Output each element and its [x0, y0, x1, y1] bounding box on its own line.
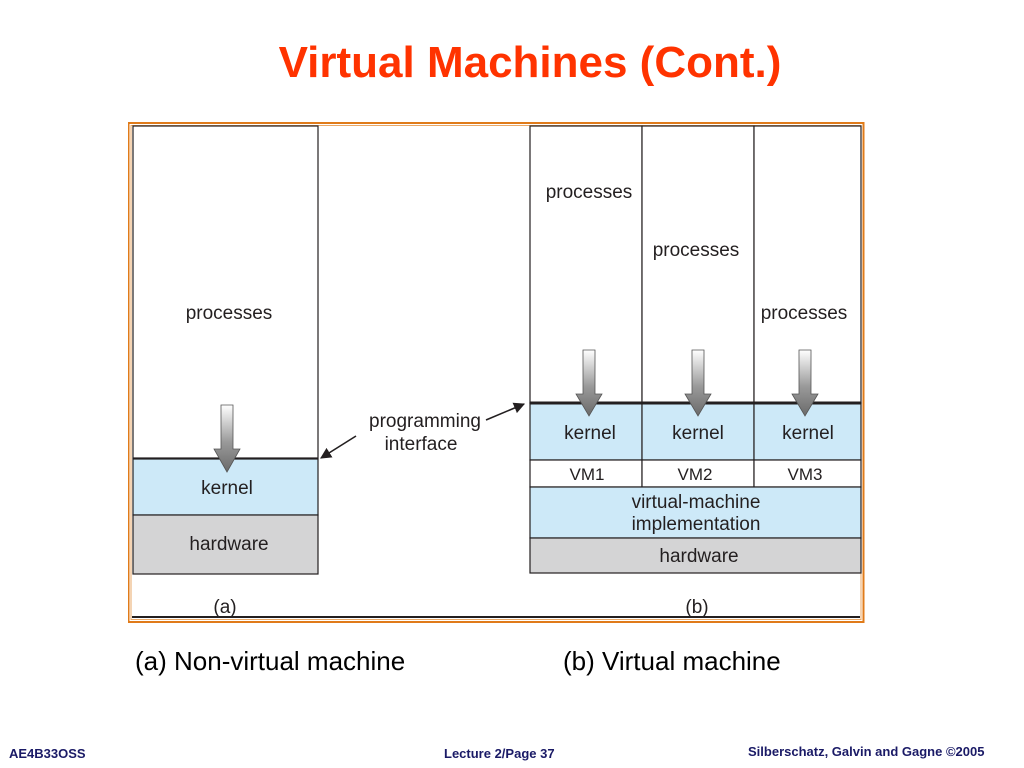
vm1-kernel-box	[529, 402, 643, 461]
vm1-processes-label: processes	[546, 182, 633, 203]
vm-implementation-label-line1: virtual-machine	[632, 492, 761, 513]
panel-b: processes processes processes kernel ker…	[529, 125, 862, 618]
panel-a-processes-label: processes	[186, 303, 273, 324]
virtual-machine-diagram: processes kernel hardware (a) programmin…	[128, 122, 865, 624]
panel-a-down-arrow	[213, 404, 241, 473]
vm2-kernel-label: kernel	[672, 423, 724, 444]
vm-implementation-label-line2: implementation	[632, 514, 761, 535]
vm2-processes-label: processes	[653, 240, 740, 261]
programming-interface-label-line1: programming	[369, 411, 481, 432]
footer-copyright: Silberschatz, Galvin and Gagne ©2005	[748, 744, 985, 759]
interface-arrow-right	[485, 402, 526, 421]
footer-course-code: AE4B33OSS	[9, 746, 86, 761]
vm3-down-arrow	[791, 349, 819, 417]
vm1-down-arrow	[575, 349, 603, 417]
vm2-down-arrow	[684, 349, 712, 417]
panel-b-hardware-box	[529, 537, 862, 574]
panel-a-hardware-box	[132, 514, 319, 575]
vm2-box	[641, 459, 755, 488]
panel-a: processes kernel hardware (a)	[132, 125, 319, 618]
vm3-label: VM3	[788, 465, 823, 484]
interface-arrow-left	[320, 435, 357, 459]
panel-a-processes-box	[132, 125, 319, 459]
panel-b-label: (b)	[685, 597, 708, 618]
panel-b-hardware-label: hardware	[659, 546, 738, 567]
panel-a-label: (a)	[213, 597, 236, 618]
caption-virtual: (b) Virtual machine	[563, 646, 781, 676]
caption-non-virtual: (a) Non-virtual machine	[135, 646, 406, 676]
vm-implementation-box	[529, 486, 862, 539]
programming-interface-label-line2: interface	[385, 434, 458, 455]
vm3-kernel-label: kernel	[782, 423, 834, 444]
vm2-label: VM2	[678, 465, 713, 484]
programming-interface-callout: programming interface	[320, 402, 526, 459]
footer-page-number: Lecture 2/Page 37	[444, 746, 555, 761]
vm3-processes-label: processes	[761, 303, 848, 324]
vm1-kernel-label: kernel	[564, 423, 616, 444]
panel-a-kernel-label: kernel	[201, 478, 253, 499]
slide-title: Virtual Machines (Cont.)	[278, 38, 782, 87]
panel-a-hardware-label: hardware	[189, 534, 268, 555]
vm1-label: VM1	[570, 465, 605, 484]
vm3-box	[753, 459, 862, 488]
